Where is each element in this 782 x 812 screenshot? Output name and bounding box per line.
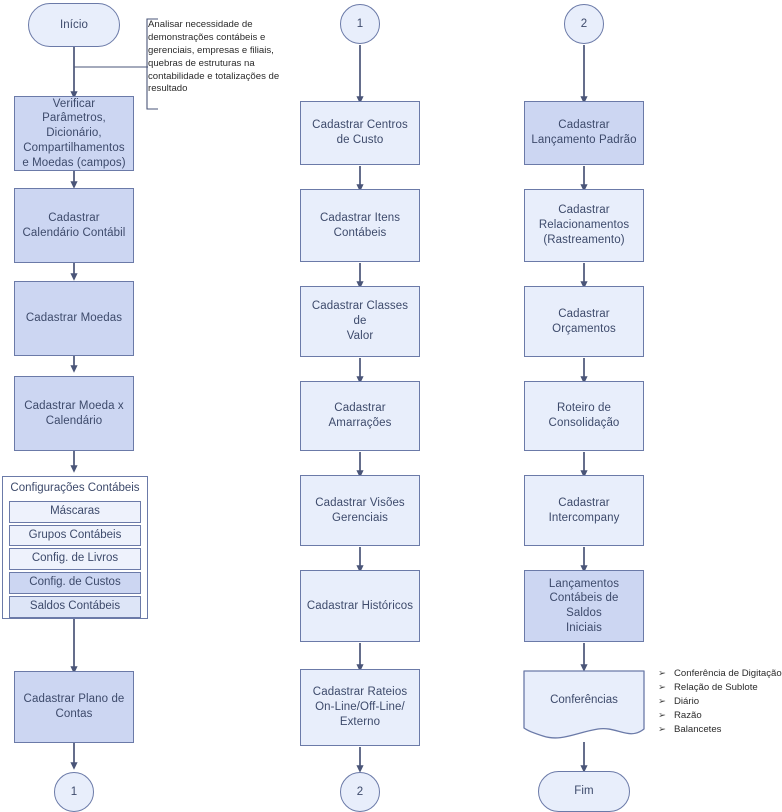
process-verificar-parametros[interactable]: Verificar Parâmetros, Dicionário, Compar… bbox=[14, 96, 134, 171]
end-terminal-label: Fim bbox=[574, 785, 594, 798]
config-item-grupos-contabeis[interactable]: Grupos Contábeis bbox=[9, 524, 141, 547]
process-cadastrar-lancamento-padrao[interactable]: Cadastrar Lançamento Padrão bbox=[524, 101, 644, 165]
arrow-bullet-icon: ➢ bbox=[658, 709, 666, 721]
config-item-saldos-contabeis[interactable]: Saldos Contábeis bbox=[9, 595, 141, 618]
bullet-label: Relação de Sublote bbox=[674, 681, 758, 693]
connector-label: 1 bbox=[356, 17, 364, 30]
node-label: Cadastrar Calendário Contábil bbox=[22, 211, 126, 239]
node-label: Cadastrar Plano de Contas bbox=[23, 693, 125, 720]
connector-label: 2 bbox=[356, 785, 364, 798]
document-label: Conferências bbox=[550, 693, 618, 706]
process-cadastrar-centros-de-custo[interactable]: Cadastrar Centros de Custo bbox=[300, 101, 420, 165]
config-group-title: Configurações Contábeis bbox=[10, 482, 140, 494]
process-lancamentos-contabeis-saldos-iniciais[interactable]: Lançamentos Contábeis de Saldos Iniciais bbox=[524, 570, 644, 642]
document-shape-icon bbox=[523, 670, 645, 739]
process-cadastrar-itens-contabeis[interactable]: Cadastrar Itens Contábeis bbox=[300, 189, 420, 262]
bullet-label: Razão bbox=[674, 709, 702, 721]
node-label: Cadastrar Centros de Custo bbox=[312, 119, 408, 146]
node-label: Cadastrar Históricos bbox=[306, 599, 414, 612]
node-label: Cadastrar Classes de Valor bbox=[311, 300, 409, 342]
process-cadastrar-moeda-x-calendario[interactable]: Cadastrar Moeda x Calendário bbox=[14, 376, 134, 451]
annotation-note: Analisar necessidade de demonstrações co… bbox=[148, 19, 290, 96]
process-cadastrar-moedas[interactable]: Cadastrar Moedas bbox=[14, 281, 134, 356]
bullet-item: ➢ Relação de Sublote bbox=[658, 682, 782, 695]
node-label: Cadastrar Moedas bbox=[25, 312, 123, 325]
process-cadastrar-visoes-gerenciais[interactable]: Cadastrar Visões Gerenciais bbox=[300, 475, 420, 546]
config-group-configuracoes-contabeis[interactable]: Configurações Contábeis Máscaras Grupos … bbox=[2, 476, 148, 619]
conferencias-bullet-list: ➢ Conferência de Digitação ➢ Relação de … bbox=[658, 668, 782, 738]
bullet-item: ➢ Razão bbox=[658, 710, 782, 723]
process-cadastrar-calendario-contabil[interactable]: Cadastrar Calendário Contábil bbox=[14, 188, 134, 263]
process-cadastrar-orcamentos[interactable]: Cadastrar Orçamentos bbox=[524, 286, 644, 357]
document-conferencias[interactable]: Conferências bbox=[521, 669, 647, 742]
connector-exit-2[interactable]: 2 bbox=[340, 772, 380, 812]
connector-exit-1[interactable]: 1 bbox=[54, 772, 94, 812]
annotation-note-text: Analisar necessidade de demonstrações co… bbox=[148, 19, 280, 95]
config-item-config-de-custos[interactable]: Config. de Custos bbox=[9, 572, 141, 594]
connector-label: 2 bbox=[580, 17, 588, 30]
process-cadastrar-classes-de-valor[interactable]: Cadastrar Classes de Valor bbox=[300, 286, 420, 357]
bullet-label: Balancetes bbox=[674, 723, 722, 735]
bullet-label: Diário bbox=[674, 695, 700, 707]
config-item-mascaras[interactable]: Máscaras bbox=[9, 500, 141, 523]
node-label: Lançamentos Contábeis de Saldos Iniciais bbox=[548, 577, 620, 634]
process-cadastrar-rateios[interactable]: Cadastrar Rateios On-Line/Off-Line/ Exte… bbox=[300, 669, 420, 746]
start-terminal-label: Início bbox=[59, 18, 89, 31]
node-label: Cadastrar Itens Contábeis bbox=[319, 211, 401, 239]
node-label: Cadastrar Rateios On-Line/Off-Line/ Exte… bbox=[312, 686, 408, 728]
node-label: Cadastrar Relacionamentos (Rastreamento) bbox=[538, 204, 630, 246]
node-label: Cadastrar Visões Gerenciais bbox=[315, 496, 405, 524]
start-terminal[interactable]: Início bbox=[28, 3, 120, 47]
process-cadastrar-plano-de-contas[interactable]: Cadastrar Plano de Contas bbox=[14, 671, 134, 743]
arrow-bullet-icon: ➢ bbox=[658, 695, 666, 707]
bullet-item: ➢ Conferência de Digitação bbox=[658, 668, 782, 681]
process-roteiro-de-consolidacao[interactable]: Roteiro de Consolidação bbox=[524, 381, 644, 451]
node-label: Cadastrar Amarrações bbox=[328, 402, 392, 429]
arrow-bullet-icon: ➢ bbox=[658, 681, 666, 693]
arrow-bullet-icon: ➢ bbox=[658, 668, 666, 679]
bullet-item: ➢ Diário bbox=[658, 696, 782, 709]
node-label: Roteiro de Consolidação bbox=[548, 402, 620, 429]
connector-entry-1[interactable]: 1 bbox=[340, 4, 380, 44]
bullet-label: Conferência de Digitação bbox=[674, 668, 782, 679]
node-label: Cadastrar Intercompany bbox=[548, 496, 620, 524]
process-cadastrar-relacionamentos[interactable]: Cadastrar Relacionamentos (Rastreamento) bbox=[524, 189, 644, 262]
node-label: Cadastrar Moeda x Calendário bbox=[24, 399, 124, 427]
bullet-item: ➢ Balancetes bbox=[658, 724, 782, 737]
process-cadastrar-intercompany[interactable]: Cadastrar Intercompany bbox=[524, 475, 644, 546]
connector-label: 1 bbox=[70, 785, 78, 798]
node-label: Cadastrar Orçamentos bbox=[552, 307, 616, 335]
node-label: Verificar Parâmetros, Dicionário, Compar… bbox=[22, 97, 126, 169]
node-label: Cadastrar Lançamento Padrão bbox=[531, 119, 637, 146]
process-cadastrar-historicos[interactable]: Cadastrar Históricos bbox=[300, 570, 420, 642]
config-item-config-de-livros[interactable]: Config. de Livros bbox=[9, 548, 141, 571]
connector-entry-2[interactable]: 2 bbox=[564, 4, 604, 44]
process-cadastrar-amarracoes[interactable]: Cadastrar Amarrações bbox=[300, 381, 420, 451]
arrow-bullet-icon: ➢ bbox=[658, 723, 666, 735]
end-terminal[interactable]: Fim bbox=[538, 771, 630, 812]
